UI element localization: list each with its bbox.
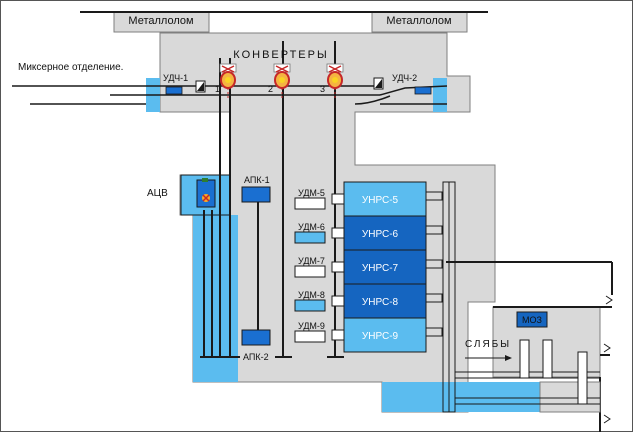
apk2-unit: [241, 329, 271, 346]
udm-8-label: УДМ-8: [298, 290, 325, 300]
slab-output-zone: [382, 382, 540, 412]
scrap-left-label: Металлолом: [128, 15, 193, 27]
break-marks: [603, 295, 613, 424]
unrs-casters: УНРС-5 УНРС-6 УНРС-7 УНРС-8 УНРС-9: [343, 181, 427, 353]
ladle-car-icon: [195, 80, 206, 93]
udm-5-unit: [294, 197, 326, 210]
unrs-7-label: УНРС-7: [362, 263, 399, 274]
udm-6-label: УДМ-6: [298, 222, 325, 232]
converter-icon: [219, 63, 237, 98]
alloying-unit-icon: [196, 178, 216, 208]
udch2-label: УДЧ-2: [392, 73, 417, 83]
unrs-5-label: УНРС-5: [362, 195, 399, 206]
ladle-car-icon: [373, 77, 384, 90]
converter-3-number: 3: [320, 84, 325, 94]
udch1-unit: [165, 86, 183, 95]
converter-icon: [326, 63, 344, 98]
slabs-arrow-icon: [465, 355, 512, 361]
udm-9-label: УДМ-9: [298, 321, 325, 331]
udm-8-unit: [294, 299, 326, 312]
moz-label: МОЗ: [522, 315, 542, 325]
moz-unit: [516, 311, 548, 328]
converter-1-number: 1: [215, 84, 220, 94]
apk1-label: АПК-1: [244, 175, 270, 185]
right-transfer-zone: [433, 78, 447, 112]
unrs-9-label: УНРС-9: [362, 331, 399, 342]
unrs-connectors: [331, 193, 345, 341]
converter-2-number: 2: [268, 84, 273, 94]
udch2-unit: [414, 86, 432, 95]
udm-7-unit: [294, 265, 326, 278]
unrs-6-label: УНРС-6: [362, 229, 399, 240]
mixer-department-label: Миксерное отделение.: [18, 62, 123, 73]
udm-7-label: УДМ-7: [298, 256, 325, 266]
udm-units: УДМ-5 УДМ-6 УДМ-7 УДМ-8 УДМ-9: [294, 188, 326, 343]
unrs-5-unit: [343, 181, 427, 217]
converter-icon: [273, 63, 291, 98]
runout-tables: [425, 181, 600, 413]
unrs-8-label: УНРС-8: [362, 297, 399, 308]
udm-9-unit: [294, 330, 326, 343]
scrap-right-label: Металлолом: [386, 15, 451, 27]
udm-6-unit: [294, 231, 326, 244]
slab-end-zone: [539, 381, 601, 413]
converters-label: КОНВЕРТЕРЫ: [233, 49, 328, 61]
apk2-label: АПК-2: [243, 352, 269, 362]
unrs-8-unit: [343, 283, 427, 319]
udch1-label: УДЧ-1: [163, 73, 188, 83]
slabs-label: СЛЯБЫ: [465, 339, 511, 350]
apk1-unit: [241, 186, 271, 203]
acv-label: АЦВ: [147, 188, 168, 199]
udm-5-label: УДМ-5: [298, 188, 325, 198]
